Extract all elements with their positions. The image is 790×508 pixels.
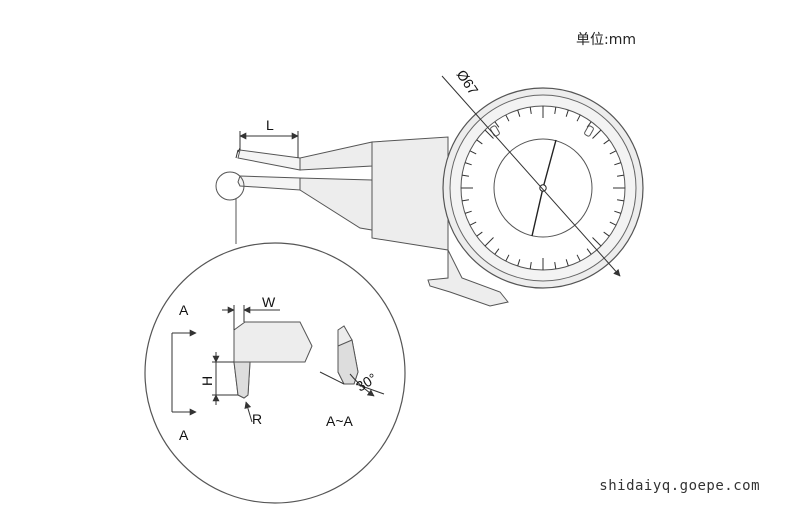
dial-tick [603, 231, 610, 237]
dial-tick [614, 162, 622, 166]
dimension-h [212, 352, 238, 405]
section-shade [337, 339, 359, 385]
body-housing [371, 136, 449, 251]
dimension-l [239, 131, 299, 158]
dial-tick [554, 261, 557, 270]
dial-needle-top [542, 139, 557, 189]
dial-tick [464, 162, 472, 166]
dial-tick [469, 221, 477, 226]
lower-arm [299, 177, 373, 231]
dial-tick [576, 254, 581, 262]
dial-tick [603, 139, 610, 145]
dial-tick [517, 109, 521, 117]
dimension-r [244, 401, 253, 423]
label-h: H [199, 376, 215, 386]
dial [442, 87, 644, 289]
dial-tick [586, 248, 592, 255]
dial-tick [461, 199, 470, 202]
dial-tick [554, 106, 557, 115]
dial-pivot [539, 184, 547, 192]
dial-tick [616, 174, 625, 177]
detail-circle [144, 242, 406, 504]
dial-tick [529, 106, 532, 115]
caliper-body [237, 136, 509, 307]
dial-ticks [461, 106, 625, 270]
detail-callout-circle [215, 171, 245, 201]
dial-tick [616, 199, 625, 202]
dial-needle-bottom [531, 187, 544, 237]
section-line [171, 329, 197, 416]
dial-tick [517, 259, 521, 267]
upper-jaw [237, 149, 301, 171]
upper-arm [299, 141, 373, 171]
dimension-angle [319, 371, 385, 397]
stand-foot [427, 249, 509, 307]
unit-note: 单位:mm [576, 32, 636, 48]
watermark: shidaiyq.goepe.com [599, 478, 760, 494]
label-r: R [252, 411, 262, 427]
dial-tick [484, 237, 494, 247]
limit-marker-right [584, 125, 594, 137]
tip-shade [233, 361, 251, 399]
dial-tick [565, 109, 569, 117]
dial-tick [464, 210, 472, 214]
dial-tick [609, 150, 617, 155]
dial-tick [505, 254, 510, 262]
dial-inner-ring [493, 138, 593, 238]
dial-tick [529, 261, 532, 270]
dial-tick [505, 114, 510, 122]
dial-tick [494, 121, 500, 128]
dial-tick [592, 129, 602, 139]
dial-tick [576, 114, 581, 122]
dial-tick [476, 139, 483, 145]
label-section-top: A [179, 302, 189, 318]
label-section-name: A~A [326, 413, 354, 429]
dial-tick [476, 231, 483, 237]
dial-tick [484, 129, 494, 139]
detail-view: A A W H [144, 242, 406, 504]
dial-tick [461, 174, 470, 177]
dimension-diameter [441, 75, 621, 277]
label-section-bottom: A [179, 427, 189, 443]
dial-tick [565, 259, 569, 267]
lower-jaw [237, 175, 301, 191]
dial-tick [614, 210, 622, 214]
label-w: W [262, 294, 276, 310]
dial-tick [592, 237, 602, 247]
label-l: L [266, 117, 274, 133]
dimension-w [222, 305, 280, 330]
dial-tick [609, 221, 617, 226]
dial-tick [469, 150, 477, 155]
dial-tick [494, 248, 500, 255]
